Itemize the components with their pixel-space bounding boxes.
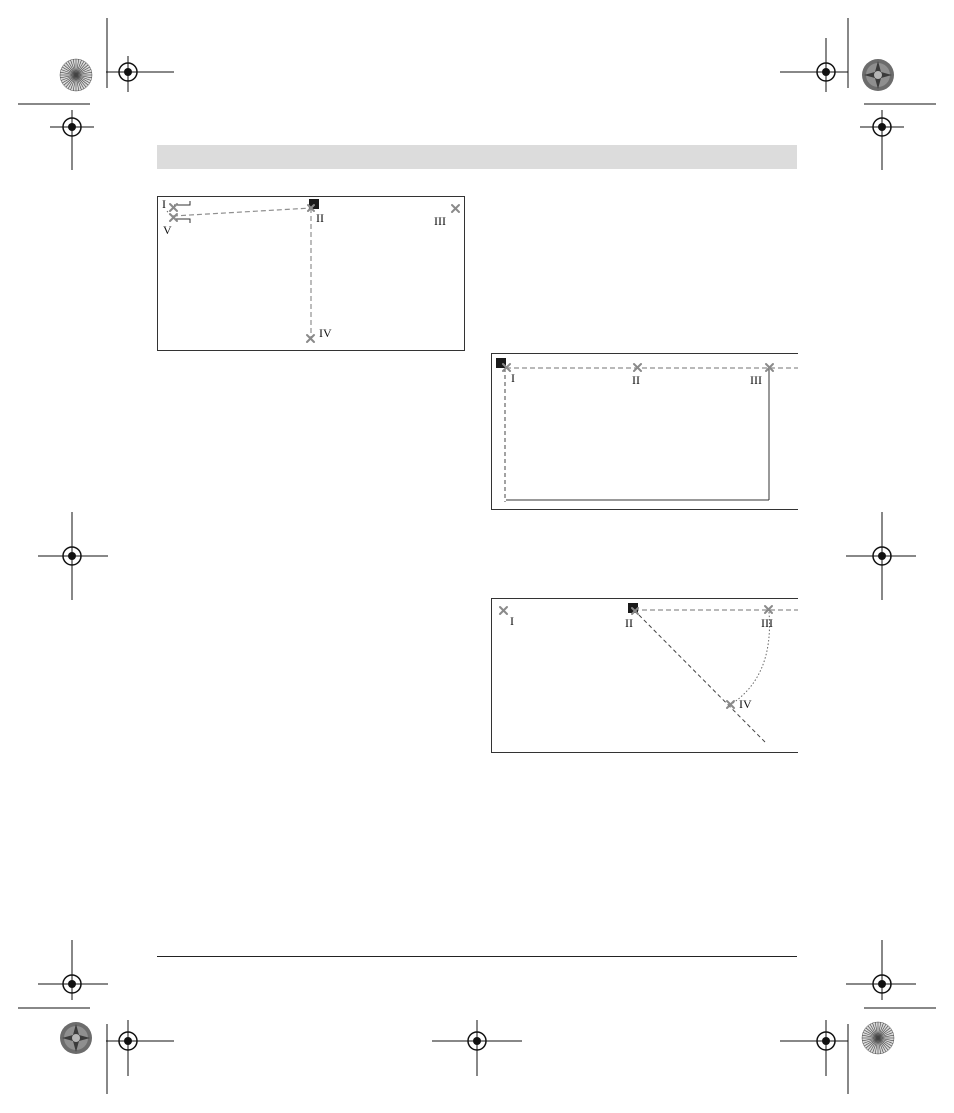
crosshair-circle-icon bbox=[106, 56, 150, 92]
starburst-target-icon bbox=[861, 1021, 895, 1055]
registration-top-right-1 bbox=[804, 38, 848, 92]
starburst-target-icon bbox=[59, 1021, 93, 1055]
crosshair-circle-icon bbox=[804, 38, 848, 92]
figure-c-lines bbox=[492, 599, 798, 752]
crosshair-circle-icon bbox=[50, 110, 94, 170]
label-point-i: I bbox=[162, 198, 166, 210]
registration-bottom-2 bbox=[780, 1020, 848, 1076]
x-mark-icon bbox=[452, 205, 459, 212]
registration-mid-left bbox=[38, 512, 108, 600]
registration-bottom-left-1 bbox=[38, 940, 108, 1000]
figure-a-diagram: I V II III IV bbox=[157, 196, 465, 351]
label-point-i: I bbox=[510, 615, 514, 627]
label-point-iv: IV bbox=[319, 327, 332, 339]
registration-bottom-center bbox=[432, 1020, 522, 1076]
crosshair-circle-icon bbox=[846, 512, 916, 600]
crosshair-circle-icon bbox=[106, 1020, 174, 1076]
registration-bottom-1 bbox=[106, 1020, 174, 1076]
registration-top-right-h bbox=[780, 56, 804, 92]
crop-line-segment bbox=[780, 56, 804, 92]
label-point-i: I bbox=[511, 372, 515, 384]
color-target-bottom-left bbox=[59, 1021, 93, 1055]
crosshair-circle-icon bbox=[38, 940, 108, 1000]
line-ii-diagonal bbox=[634, 610, 765, 742]
color-target-top-left bbox=[59, 58, 93, 92]
label-point-iii: III bbox=[750, 374, 762, 386]
x-mark-icon bbox=[500, 607, 507, 614]
label-point-ii: II bbox=[625, 617, 633, 629]
crosshair-circle-icon bbox=[860, 110, 904, 170]
crosshair-circle-icon bbox=[846, 940, 916, 1000]
starburst-target-icon bbox=[59, 58, 93, 92]
registration-top-left-h bbox=[150, 56, 174, 92]
line-v-to-ii bbox=[173, 208, 311, 216]
x-mark-icon bbox=[170, 204, 177, 211]
label-point-v: V bbox=[163, 224, 172, 236]
crosshair-circle-icon bbox=[38, 512, 108, 600]
registration-mid-right bbox=[846, 512, 916, 600]
crosshair-circle-icon bbox=[780, 1020, 848, 1076]
label-point-iii: III bbox=[761, 617, 773, 629]
figure-c-diagram: I II III IV bbox=[491, 598, 798, 753]
starburst-target-icon bbox=[861, 58, 895, 92]
figure-b-diagram: I II III bbox=[491, 353, 798, 510]
crop-line-segment bbox=[150, 56, 174, 92]
label-point-ii: II bbox=[316, 212, 324, 224]
label-point-iii: III bbox=[434, 215, 446, 227]
color-target-top-right bbox=[861, 58, 895, 92]
registration-top-left-1 bbox=[106, 56, 150, 92]
crosshair-circle-icon bbox=[432, 1020, 522, 1076]
figure-a-lines bbox=[158, 197, 464, 350]
x-mark-icon bbox=[170, 214, 177, 221]
registration-top-left-2 bbox=[50, 110, 94, 170]
registration-top-right-2 bbox=[860, 110, 904, 170]
label-point-iv: IV bbox=[739, 698, 752, 710]
label-point-ii: II bbox=[632, 374, 640, 386]
color-target-bottom-right bbox=[861, 1021, 895, 1055]
registration-bottom-right-1 bbox=[846, 940, 916, 1000]
